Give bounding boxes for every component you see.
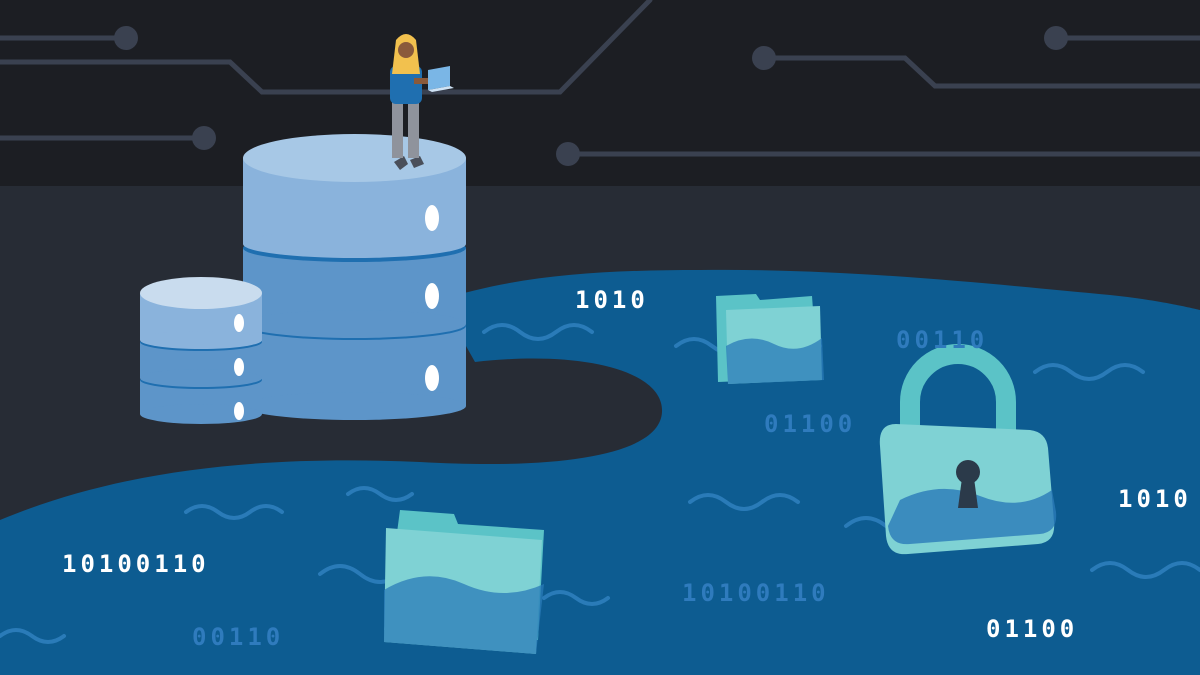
binary-label: 10100110 [62, 550, 210, 578]
binary-label: 1010 [1118, 485, 1192, 513]
folder-icon [384, 510, 544, 654]
person-with-laptop-icon [390, 34, 454, 170]
binary-label: 01100 [764, 410, 856, 438]
binary-label: 1010 [575, 286, 649, 314]
padlock-icon [879, 344, 1057, 555]
database-icon [243, 134, 466, 420]
circuit-node-icon [114, 26, 1068, 166]
circuit-traces [0, 0, 1200, 157]
binary-label: 00110 [896, 326, 988, 354]
circuit-backdrop [0, 0, 1200, 186]
binary-label: 00110 [192, 623, 284, 651]
binary-label: 01100 [986, 615, 1078, 643]
data-lake [0, 269, 1200, 675]
folder-icon [716, 294, 824, 384]
binary-label: 10100110 [682, 579, 830, 607]
database-icon [140, 277, 262, 424]
